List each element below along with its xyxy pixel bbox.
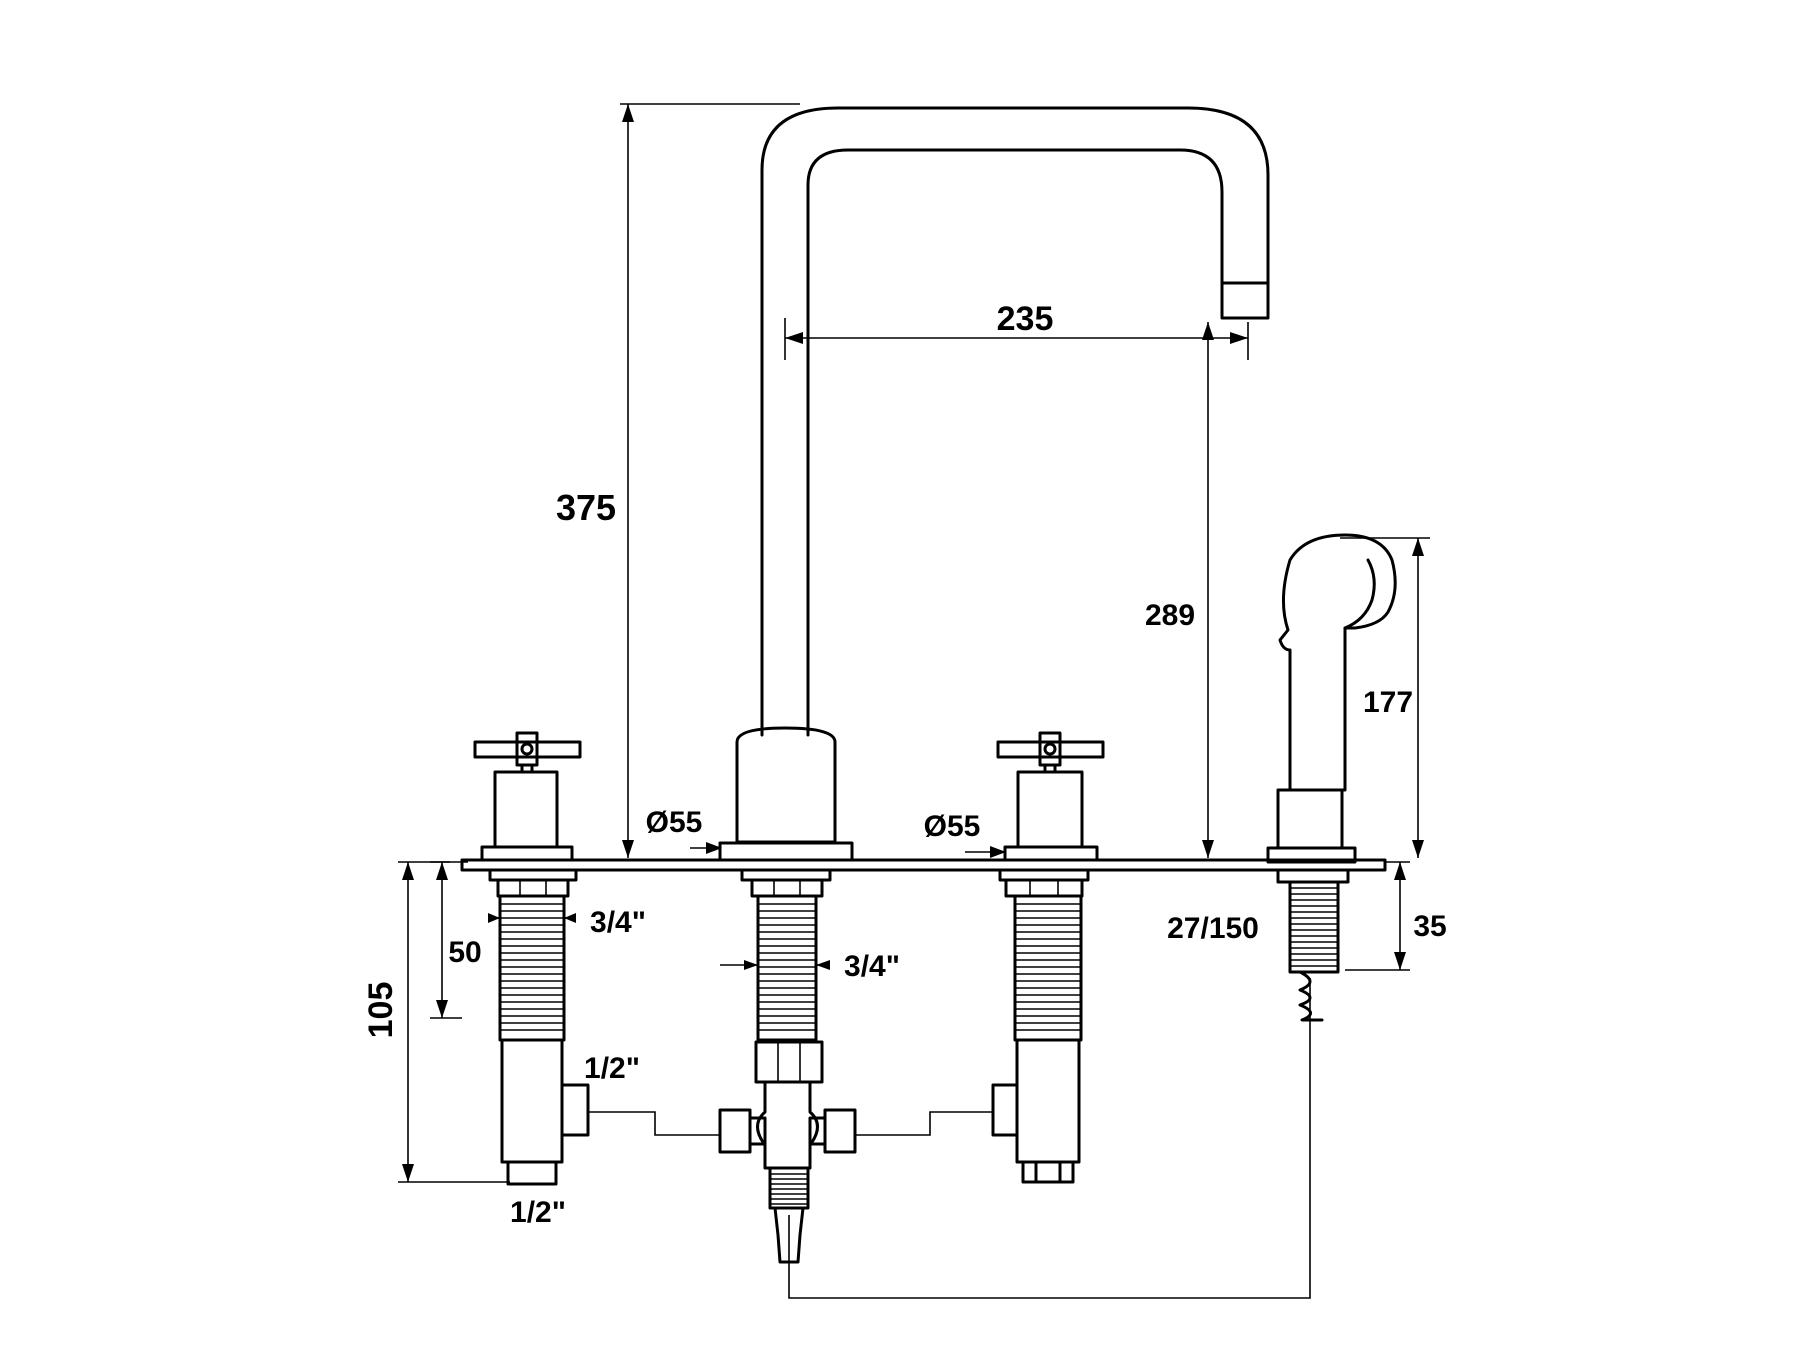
label-spray-hole: 27/150 bbox=[1167, 912, 1259, 945]
label-spout-clearance: 289 bbox=[1145, 599, 1195, 632]
label-spout-reach: 235 bbox=[997, 300, 1054, 338]
connecting-pipes bbox=[588, 1020, 1311, 1299]
label-deck-diam-right: Ø55 bbox=[924, 810, 981, 843]
label-deck-diam-left: Ø55 bbox=[646, 806, 703, 839]
label-shank-length: 50 bbox=[448, 936, 481, 969]
dimension-labels: 375 235 289 177 35 27/150 Ø55 Ø55 3/4" 3… bbox=[362, 300, 1447, 1229]
label-outlet-thread: 1/2" bbox=[510, 1196, 566, 1229]
deck-plate bbox=[460, 858, 1387, 872]
label-total-height: 375 bbox=[556, 487, 616, 528]
center-shank bbox=[718, 868, 857, 1264]
spout-base bbox=[718, 726, 854, 862]
left-valve bbox=[473, 731, 590, 1186]
hand-spray bbox=[1266, 533, 1397, 1022]
label-spray-height: 177 bbox=[1363, 686, 1413, 719]
label-shank-thread-center: 3/4" bbox=[844, 950, 900, 983]
label-shank-thread-left: 3/4" bbox=[590, 906, 646, 939]
spout bbox=[760, 106, 1270, 737]
dimension-lines bbox=[398, 103, 1430, 1183]
label-inlet-thread: 1/2" bbox=[584, 1052, 640, 1085]
label-spray-shank: 35 bbox=[1413, 910, 1446, 943]
right-valve bbox=[991, 731, 1105, 1184]
label-valve-depth: 105 bbox=[362, 982, 400, 1039]
